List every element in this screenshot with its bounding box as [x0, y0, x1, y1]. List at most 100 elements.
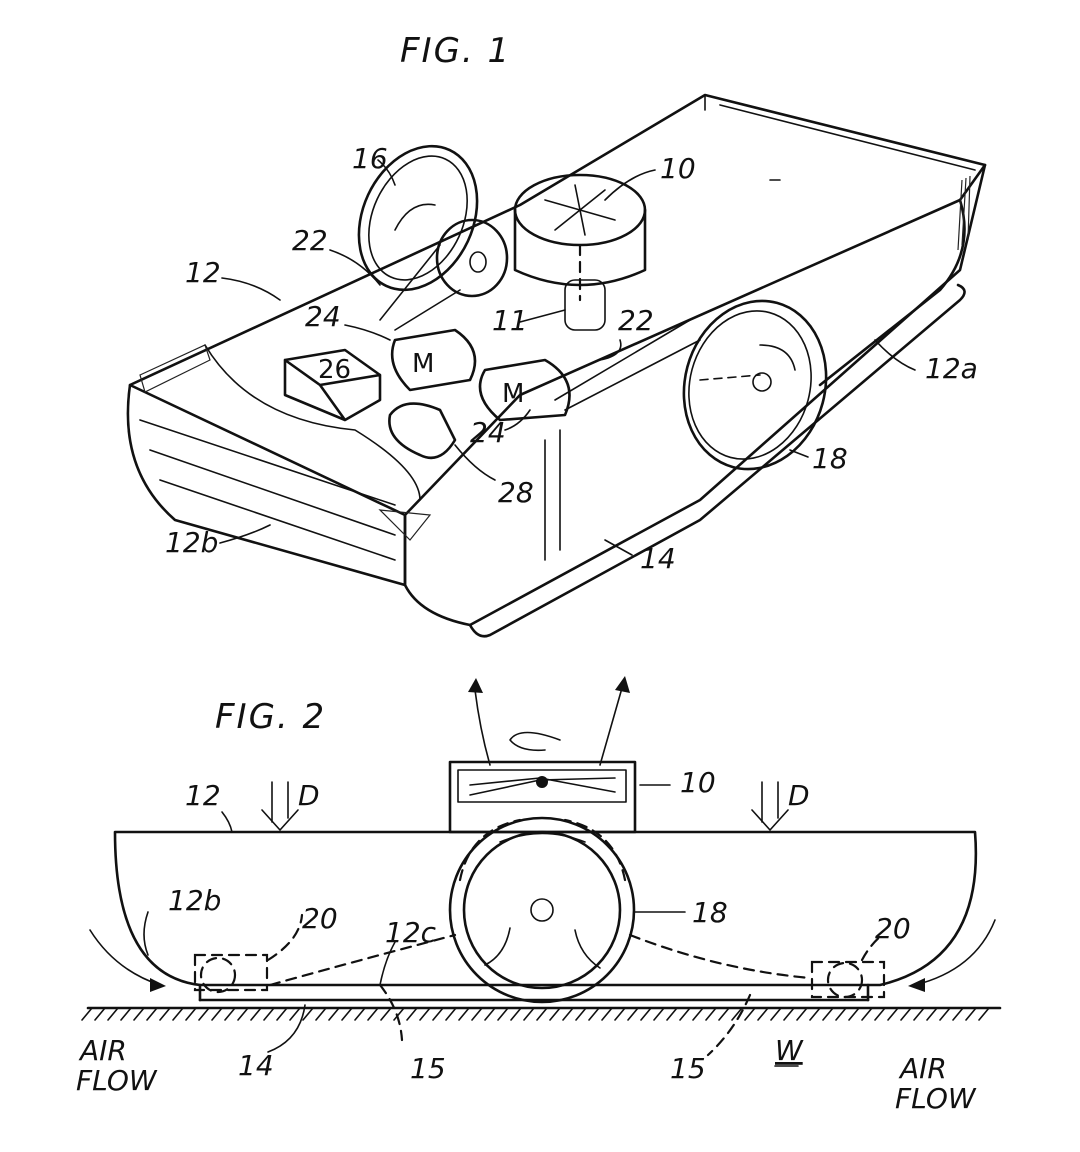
airflow-arrow-left: [89, 929, 161, 986]
label2-15-right: 15: [670, 1052, 706, 1085]
front-side-shading: [544, 429, 561, 561]
leader-12b: [219, 524, 271, 544]
downforce-arrow-right: [751, 781, 789, 831]
leader-14: [604, 539, 633, 556]
label2-d-right: D: [788, 779, 810, 812]
box-26: [283, 348, 382, 422]
label2-12: 12: [185, 779, 221, 812]
fan-10-blades: [544, 184, 616, 236]
wheel-18: [682, 299, 828, 471]
fan-10-side: [448, 760, 637, 834]
motor-24-left-m: M: [412, 349, 434, 379]
leader2-20-left: [266, 913, 304, 962]
left-end-shading: [139, 419, 396, 561]
label2-w: W: [775, 1034, 804, 1067]
label-12: 12: [185, 256, 221, 289]
label-16: 16: [352, 142, 388, 175]
wheel-18-tire-inner: [462, 830, 622, 990]
housing-top-surface: [128, 93, 987, 517]
belt-22-right: [554, 319, 701, 411]
leader-22-right: [599, 339, 622, 361]
channel-15-left: [378, 983, 404, 1042]
figure-1: FIG. 1: [126, 31, 987, 638]
leader-24-left: [344, 324, 391, 341]
wheel-18-rotation-arrow: [759, 344, 796, 371]
wheel-16: [357, 144, 479, 292]
floor-hatching: [81, 1007, 990, 1021]
cylinder-28: [388, 402, 457, 460]
label2-12c: 12c: [385, 916, 437, 949]
label2-d-left: D: [298, 779, 320, 812]
label2-18: 18: [692, 896, 728, 929]
wheel-16-rim: [357, 144, 479, 292]
hidden-path-left: [268, 933, 457, 987]
panel-edge: [204, 344, 421, 501]
leader-28: [454, 444, 496, 481]
label2-10: 10: [680, 766, 716, 799]
leader2-12: [221, 811, 233, 833]
label2-12b: 12b: [168, 884, 221, 917]
roller-20-left-box: [193, 953, 269, 992]
wheel-18-hub: [752, 372, 772, 392]
leader2-12c: [379, 941, 396, 986]
airflow-arrow-right: [914, 919, 996, 986]
exhaust-arrowhead-left: [468, 678, 483, 693]
housing-12-side: [113, 830, 978, 987]
roller-20-left-circle: [199, 956, 237, 994]
wheel-18-rim: [682, 299, 828, 471]
d-right-head: [751, 809, 789, 831]
wheel-18-axle-side: [530, 898, 554, 922]
label-22-right: 22: [618, 304, 654, 337]
label-12b: 12b: [165, 526, 218, 559]
channel-15-right: [706, 993, 752, 1057]
housing-front-side: [403, 163, 987, 627]
fan-10-hub: [536, 776, 548, 788]
leader-10: [604, 169, 656, 201]
label2-15-left: 15: [410, 1052, 446, 1085]
airflow-arrowhead-left: [150, 978, 166, 992]
label-24-right: 24: [470, 416, 506, 449]
roller-20-left: [193, 953, 269, 994]
label-12a: 12a: [925, 352, 978, 385]
housing-left-end: [126, 383, 407, 587]
exhaust-arrow-right: [599, 687, 623, 766]
rotation-arrow-fan: [509, 731, 561, 752]
wheel-16-inner: [368, 155, 468, 281]
label2-airflow-left-2: FLOW: [76, 1064, 158, 1097]
fan-10: [513, 173, 647, 331]
roller-20-right-box: [810, 960, 886, 999]
d-left-head: [261, 809, 299, 831]
wheel-18-side: [448, 816, 636, 1004]
airflow-arrowhead-right: [908, 978, 925, 992]
belt-22-left: [379, 244, 461, 331]
wheel-18-axle: [699, 374, 761, 381]
box-26-label: 26: [318, 355, 351, 385]
leader-12a: [874, 339, 916, 371]
label-10: 10: [660, 152, 696, 185]
label-24-left: 24: [305, 300, 341, 333]
label-28: 28: [498, 476, 534, 509]
leader-22-left: [329, 249, 381, 286]
figure-2: FIG. 2: [76, 676, 1002, 1115]
fan-10-inner: [457, 769, 627, 803]
label-18: 18: [812, 442, 848, 475]
leader2-14: [267, 1004, 306, 1053]
corner-hatch-front: [378, 509, 432, 541]
downforce-arrow-left: [261, 781, 299, 831]
leader-11: [519, 309, 566, 323]
fan-10-casing: [448, 760, 637, 834]
roller-20-right: [810, 960, 886, 999]
right-end-shading: [957, 175, 971, 251]
figure-1-title: FIG. 1: [400, 31, 511, 71]
fig2-leaders: [143, 784, 884, 1053]
figure-2-title: FIG. 2: [215, 697, 326, 737]
floor-surface-w: [81, 1006, 1002, 1021]
housing-right-end: [818, 198, 966, 387]
label2-airflow-right-2: FLOW: [895, 1082, 977, 1115]
wheel-rotation-arrow-top: [499, 832, 586, 843]
hidden-path-right: [628, 933, 812, 980]
pulley-front: [435, 218, 509, 298]
fan-shaft-11: [564, 279, 606, 331]
